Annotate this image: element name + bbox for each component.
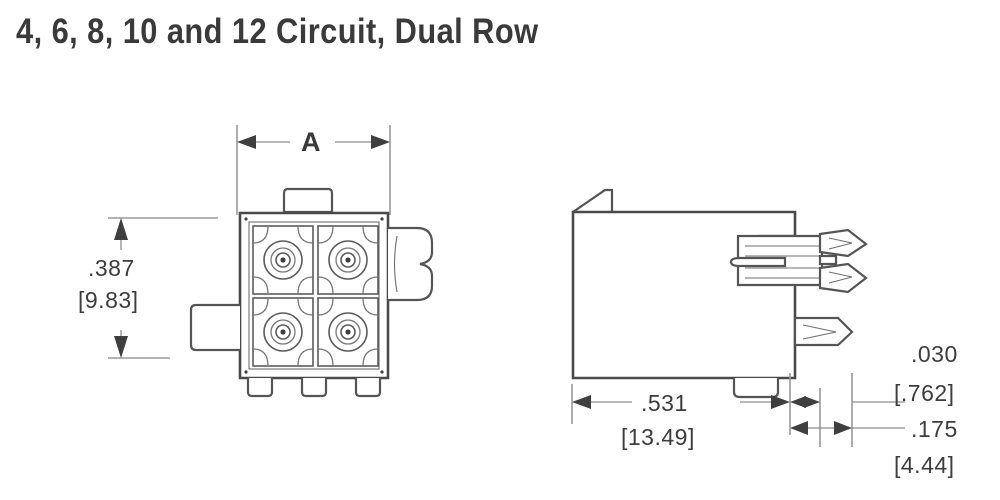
left-side-tab — [189, 303, 240, 352]
bottom-tab-left — [246, 378, 274, 398]
right-side-latch — [388, 226, 434, 302]
cavity-cell-1 — [252, 225, 314, 295]
cavity-cell-3 — [252, 297, 314, 367]
page-title: 4, 6, 8, 10 and 12 Circuit, Dual Row — [16, 12, 539, 51]
dim-label-tip-inch: .030 — [911, 341, 958, 367]
arrow-d-left — [572, 395, 591, 409]
corner-mark-bl — [244, 370, 248, 374]
right-latch-inner — [393, 235, 398, 293]
side-view-group — [571, 188, 905, 447]
terminal-barb-lower — [818, 262, 868, 294]
terminal-barb-divider — [818, 254, 838, 266]
arrow-d-right — [771, 395, 790, 409]
dim-label-depth-inch: .531 — [641, 390, 688, 416]
arrow-tip-left — [790, 396, 806, 408]
terminal-group — [729, 228, 868, 347]
terminal-barb-upper — [818, 228, 868, 258]
dim-label-height-inch: .387 — [88, 255, 135, 281]
arrow-h-top — [114, 218, 128, 240]
corner-mark-br — [380, 370, 384, 374]
dim-label-tip-mm: [.762] — [894, 380, 955, 406]
terminal-barb-lower-inner — [828, 271, 853, 284]
arrow-tip-right-in — [804, 396, 820, 408]
terminal-pin-lower — [793, 316, 854, 347]
arrow-a-left — [237, 135, 256, 149]
arrow-a-right — [371, 135, 390, 149]
dim-label-pin-inch: .175 — [911, 416, 958, 442]
side-bottom-foot — [732, 378, 780, 399]
cavity-cell-2 — [317, 225, 379, 295]
corner-mark-tl — [244, 217, 248, 221]
bottom-tab-center — [300, 378, 328, 398]
corner-mark-tr — [380, 217, 384, 221]
side-top-flange — [572, 188, 614, 213]
terminal-pin-inner — [802, 324, 837, 340]
dim-label-depth-mm: [13.49] — [621, 424, 695, 450]
arrow-pin-right — [834, 421, 852, 435]
bottom-tab-right — [354, 378, 382, 398]
dim-label-width-a: A — [301, 127, 321, 157]
housing-inner-frame — [248, 221, 380, 370]
dim-label-height-mm: [9.83] — [78, 287, 139, 313]
arrow-pin-left — [790, 421, 808, 435]
top-latch-tab — [282, 187, 334, 214]
dim-label-pin-mm: [4.44] — [894, 452, 955, 478]
front-view-group — [108, 125, 434, 398]
arrow-h-bottom — [114, 336, 128, 358]
terminal-barb-upper-inner — [828, 237, 853, 250]
terminal-tongue — [729, 256, 787, 268]
cavity-cell-4 — [317, 297, 379, 367]
